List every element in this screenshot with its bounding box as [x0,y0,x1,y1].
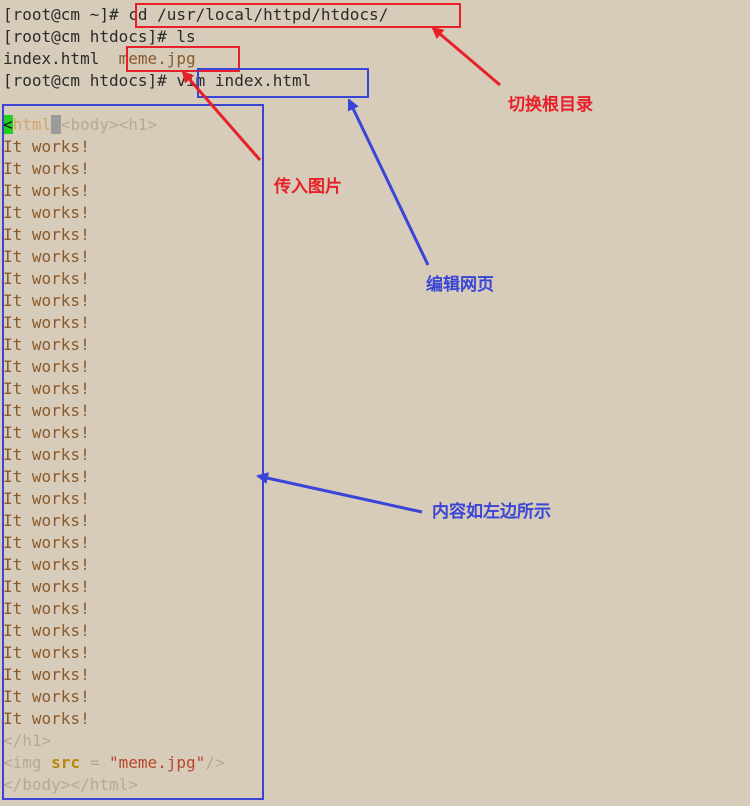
editor-line-it-works: It works! [3,533,90,552]
editor-line-it-works: It works! [3,225,90,244]
img-src-attr: src [51,753,81,772]
edit-page-note: 编辑网页 [426,275,494,295]
editor-line-it-works: It works! [3,313,90,332]
html-tag: html [12,115,52,134]
cd-command: cd /usr/local/httpd/htdocs/ [128,5,389,24]
editor-line-end-tags: </body></html> [3,775,138,794]
editor-line-it-works: It works! [3,643,90,662]
editor-line-it-works: It works! [3,159,90,178]
editor-line-it-works: It works! [3,467,90,486]
arrow-to-editor-content [256,472,423,514]
editor-line-it-works: It works! [3,247,90,266]
editor-line-it-works: It works! [3,335,90,354]
vim-command-highlight [197,68,369,98]
arrow-to-cd-command [431,26,501,87]
editor-line-html-open: <html><body><h1> [3,114,157,136]
editor-line-it-works: It works! [3,181,90,200]
editor-line-img: <img src = "meme.jpg"/> [3,753,225,772]
editor-line-it-works: It works! [3,489,90,508]
editor-line-it-works: It works! [3,599,90,618]
body-h1-tags: <body><h1> [60,115,158,134]
editor-line-it-works: It works! [3,577,90,596]
selection-block: > [51,115,61,134]
editor-line-it-works: It works! [3,357,90,376]
editor-line-it-works: It works! [3,621,90,640]
switch-root-dir-note: 切换根目录 [508,95,593,115]
file-index-html: index.html [3,49,100,68]
editor-line-it-works: It works! [3,511,90,530]
content-left-note: 内容如左边所示 [432,502,551,522]
editor-line-it-works: It works! [3,555,90,574]
ls-output-line: index.html meme.jpg [3,48,196,70]
editor-line-it-works: It works! [3,269,90,288]
ls-command-line: [root@cm htdocs]# ls [3,26,196,48]
editor-line-it-works: It works! [3,445,90,464]
editor-line-it-works: It works! [3,203,90,222]
img-src-value: "meme.jpg" [108,753,206,772]
prompt: [root@cm ~]# [3,5,129,24]
cd-command-line: [root@cm ~]# cd /usr/local/httpd/htdocs/ [3,4,388,26]
editor-line-it-works: It works! [3,665,90,684]
arrow-to-vim-command [347,98,430,266]
editor-line-it-works: It works! [3,401,90,420]
editor-cursor: < [3,115,13,134]
ls-command: ls [176,27,196,46]
cd-command-highlight [135,3,461,28]
upload-image-note: 传入图片 [274,177,342,197]
prompt: [root@cm htdocs]# [3,71,177,90]
prompt: [root@cm htdocs]# [3,27,177,46]
editor-line-it-works: It works! [3,291,90,310]
editor-line-it-works: It works! [3,423,90,442]
editor-content-highlight [2,104,264,800]
editor-line-h1-close: </h1> [3,731,52,750]
editor-line-it-works: It works! [3,687,90,706]
editor-line-it-works: It works! [3,137,90,156]
file-meme-jpg: meme.jpg [118,49,196,68]
editor-line-it-works: It works! [3,709,90,728]
editor-line-it-works: It works! [3,379,90,398]
